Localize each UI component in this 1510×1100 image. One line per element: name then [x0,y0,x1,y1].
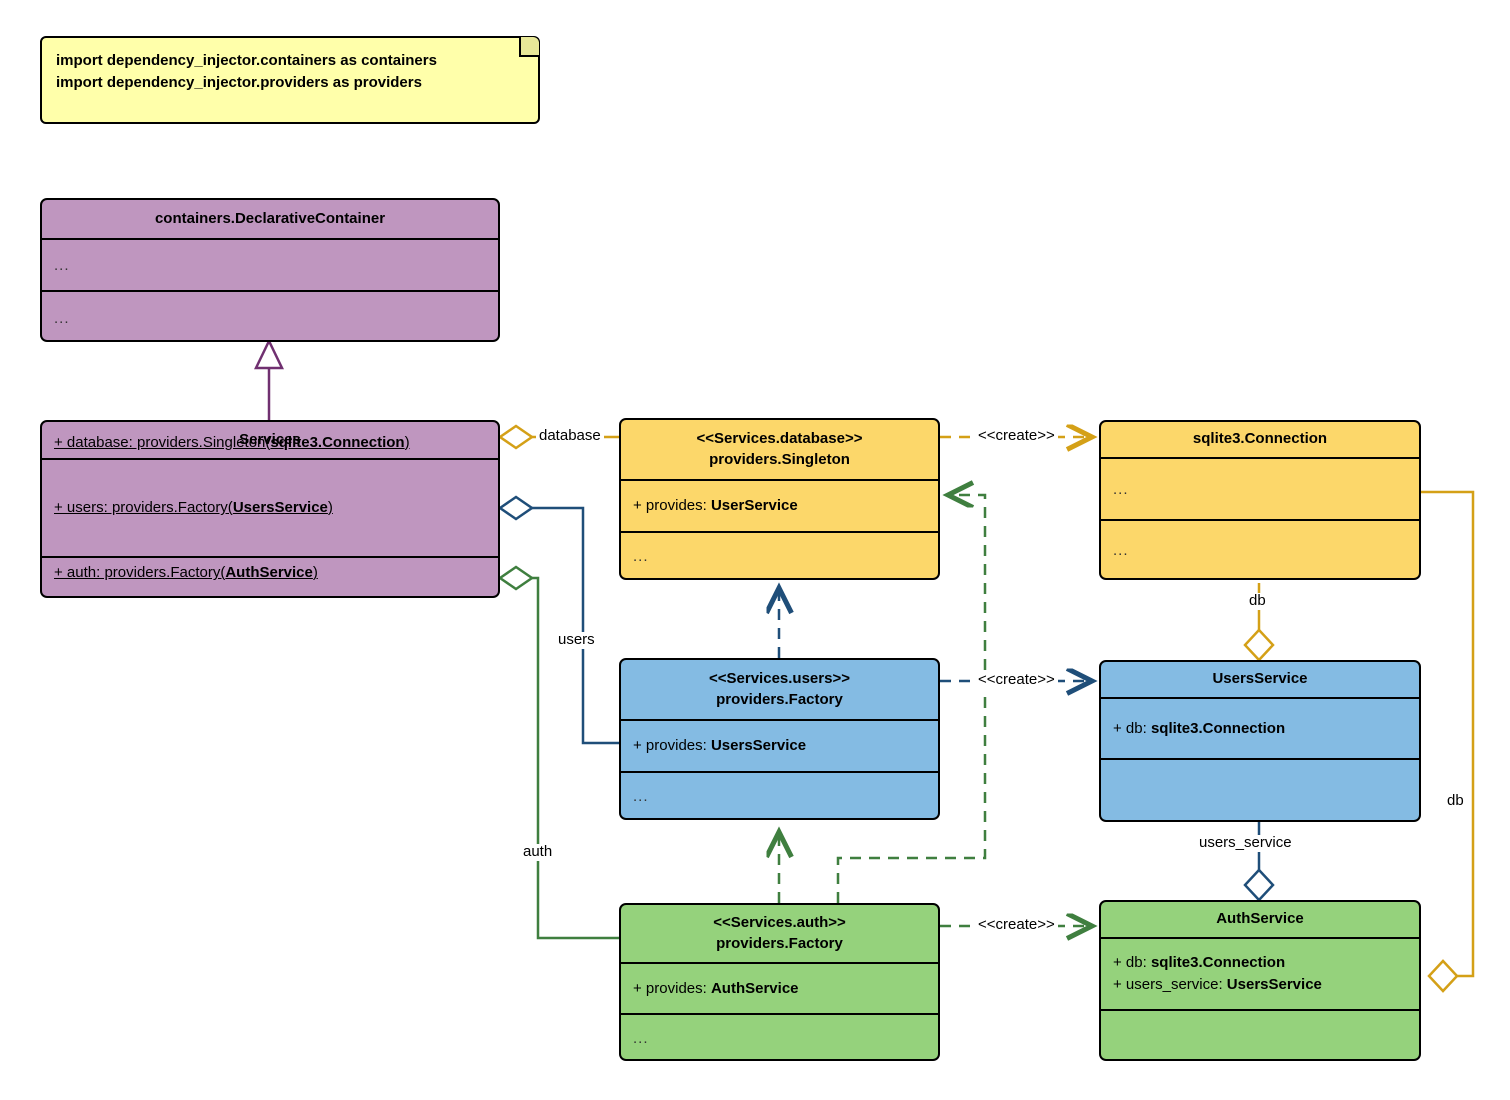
class-header: Services [42,422,498,460]
class-header: <<Services.users>> providers.Factory [621,660,938,721]
operations-compartment: ... [1101,521,1419,578]
note-fold-corner [519,37,539,57]
class-name-declarativecontainer: containers.DeclarativeContainer [154,209,386,227]
edge-label-auth: auth [520,843,556,861]
class-name-sqlite3-connection: sqlite3.Connection [1192,430,1328,448]
class-containers-declarativecontainer[interactable]: containers.DeclarativeContainer ... ... [40,198,500,342]
edge-aggregation-users [497,495,619,745]
stereotype-services-users: <<Services.users>> [709,670,850,688]
class-name-providers-factory: providers.Factory [716,690,843,708]
attributes-placeholder: ... [54,256,70,274]
class-authservice[interactable]: AuthService + db: sqlite3.Connection + u… [1099,900,1421,1061]
operations-compartment: ... [621,773,938,818]
provider-header-database: <<Services.database>> providers.Singleto… [621,423,938,476]
class-header: containers.DeclarativeContainer [42,200,498,240]
operations-placeholder: ... [1113,542,1129,559]
class-services-users-provider[interactable]: <<Services.users>> providers.Factory + p… [619,658,940,820]
attr-db: + db: sqlite3.Connection [1113,954,1286,972]
class-header: <<Services.auth>> providers.Factory [621,905,938,964]
stereotype-services-database: <<Services.database>> [696,430,863,448]
attributes-compartment: + db: sqlite3.Connection [1101,699,1419,760]
authservice-attributes: + db: sqlite3.Connection + users_service… [1101,946,1419,1002]
class-sqlite3-connection[interactable]: sqlite3.Connection ... ... [1099,420,1421,580]
provider-header-users: <<Services.users>> providers.Factory [621,663,938,716]
class-name-providers-singleton: providers.Singleton [709,450,850,468]
edge-label-users: users [555,631,598,649]
attributes-compartment: ... [1101,459,1419,521]
class-usersservice[interactable]: UsersService + db: sqlite3.Connection [1099,660,1421,822]
attributes-placeholder: ... [1113,480,1129,498]
attributes-compartment: ... [42,240,498,292]
imports-note: import dependency_injector.containers as… [40,36,540,124]
attr-db: + db: sqlite3.Connection [1113,719,1286,737]
attr-auth: + auth: providers.Factory(AuthService) [54,564,318,582]
operations-placeholder [1101,1029,1419,1041]
class-name-providers-factory: providers.Factory [716,934,843,952]
class-header: <<Services.database>> providers.Singleto… [621,420,938,481]
class-header: AuthService [1101,902,1419,939]
operations-placeholder [42,573,498,585]
class-services[interactable]: Services + database: providers.Singleton… [40,420,500,598]
attributes-compartment: + provides: UsersService [621,721,938,773]
operations-compartment: ... [621,533,938,578]
attr-database: + database: providers.Singleton(sqlite3.… [54,433,410,451]
edge-label-create-users: <<create>> [975,671,1058,689]
edge-aggregation-db-authservice [1421,490,1475,993]
class-name-services: Services [239,430,301,448]
operations-compartment [1101,760,1419,819]
services-attributes: + database: providers.Singleton(sqlite3.… [42,422,498,596]
attributes-compartment: + provides: UserService [621,481,938,533]
operations-compartment: ... [621,1015,938,1059]
attr-provides: + provides: UserService [633,497,798,515]
operations-placeholder: ... [633,548,649,565]
edge-aggregation-auth [497,565,619,940]
edge-label-db-authservice: db [1444,792,1467,810]
operations-compartment: ... [42,292,498,340]
operations-placeholder: ... [54,309,70,327]
operations-placeholder [1101,784,1419,796]
edge-label-db-usersservice: db [1246,592,1269,610]
class-header: UsersService [1101,662,1419,699]
edge-generalization-services-declarativecontainer [254,338,284,420]
edge-label-users-service: users_service [1196,834,1295,852]
attributes-compartment: + database: providers.Singleton(sqlite3.… [42,434,498,581]
stereotype-services-auth: <<Services.auth>> [713,914,846,932]
class-header: sqlite3.Connection [1101,422,1419,459]
provider-header-auth: <<Services.auth>> providers.Factory [621,907,938,960]
edge-label-create-database: <<create>> [975,427,1058,445]
class-name-usersservice: UsersService [1212,670,1308,688]
class-name-authservice: AuthService [1216,910,1304,928]
operations-compartment [1101,1011,1419,1059]
attr-users-service: + users_service: UsersService [1113,976,1322,993]
operations-placeholder: ... [633,788,649,805]
attr-provides: + provides: UsersService [633,737,807,755]
class-services-auth-provider[interactable]: <<Services.auth>> providers.Factory + pr… [619,903,940,1061]
edge-label-create-auth: <<create>> [975,916,1058,934]
attributes-compartment: + db: sqlite3.Connection + users_service… [1101,939,1419,1011]
attr-users: + users: providers.Factory(UsersService) [54,499,333,517]
edge-label-database: database [536,427,604,445]
attr-provides: + provides: AuthService [633,979,799,997]
class-services-database-provider[interactable]: <<Services.database>> providers.Singleto… [619,418,940,580]
attributes-compartment: + provides: AuthService [621,964,938,1015]
operations-placeholder: ... [633,1029,649,1047]
note-text: import dependency_injector.containers as… [56,52,437,91]
